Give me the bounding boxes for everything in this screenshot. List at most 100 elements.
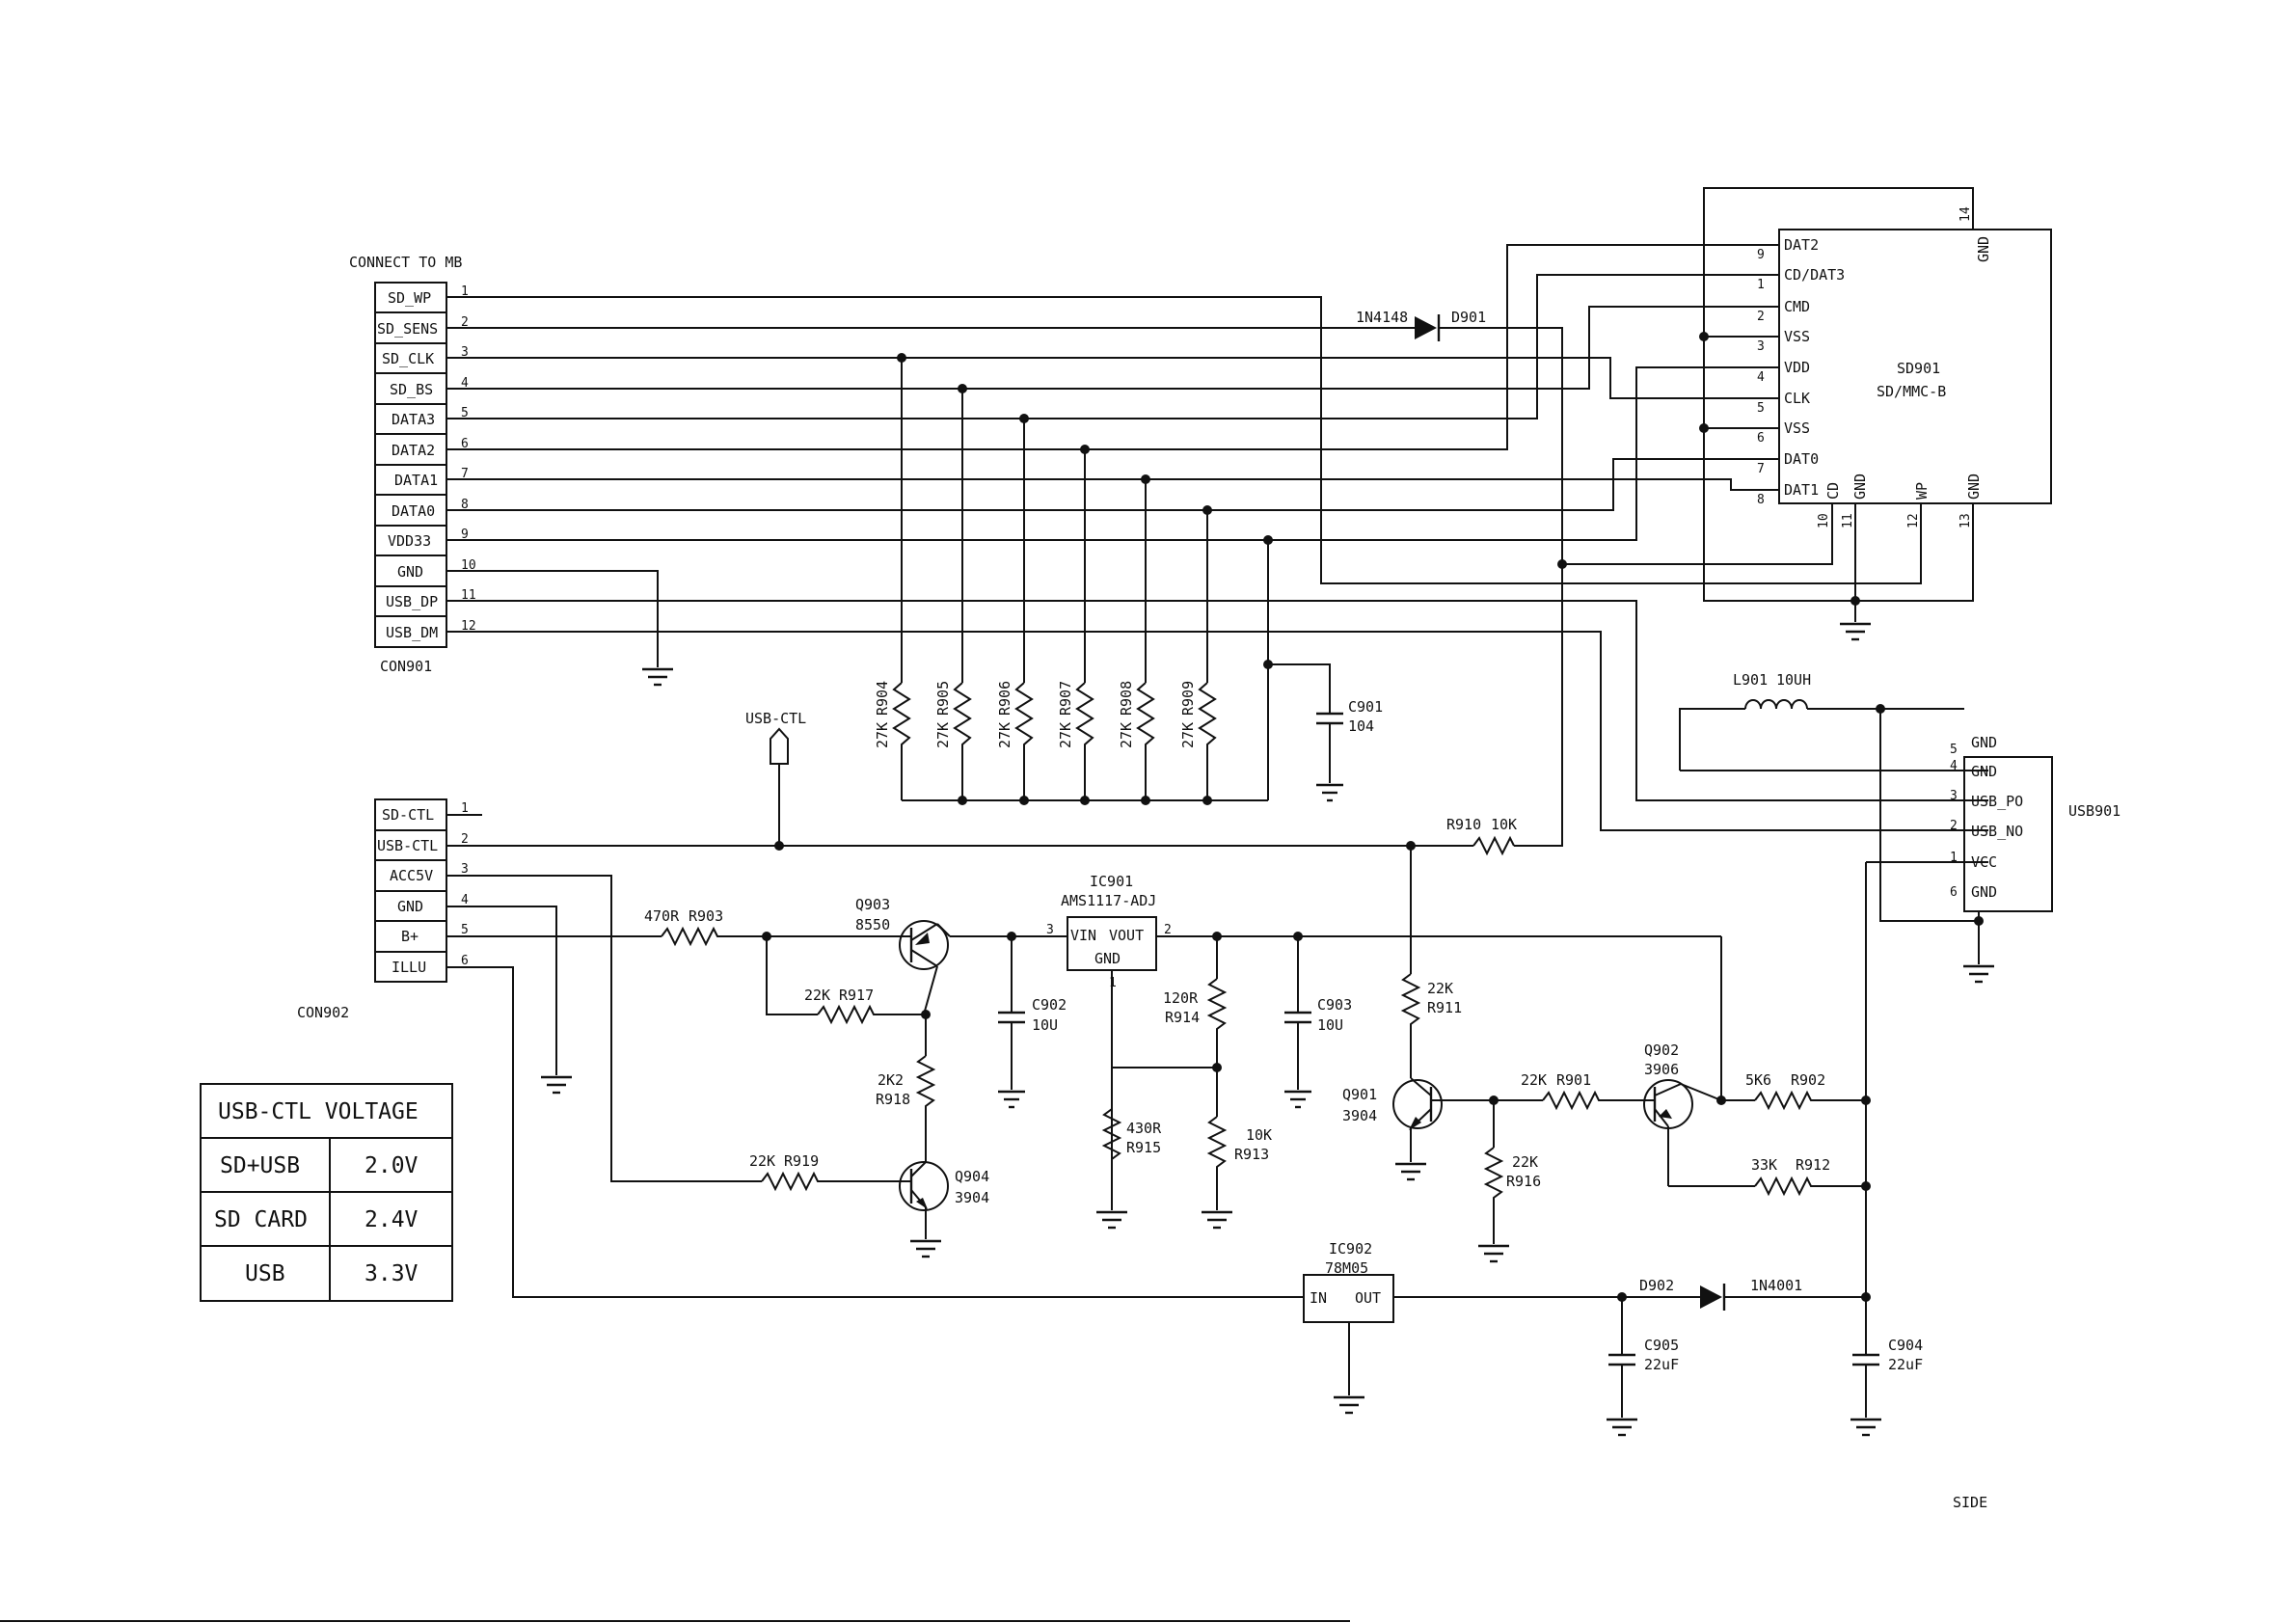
d901-ref: D901 xyxy=(1451,309,1486,326)
l901-ref: L901 xyxy=(1733,671,1768,689)
sd901-bottom-label: GND xyxy=(1965,473,1983,500)
r903-resistor xyxy=(661,926,888,947)
sd901-bottom-label: WP xyxy=(1913,482,1931,500)
voltage-table-value: 3.3V xyxy=(365,1261,419,1286)
ic901-feedback-resistors xyxy=(1096,936,1232,1230)
con901-pin-label: GND xyxy=(397,563,423,581)
con901-pin-label: SD_CLK xyxy=(382,350,434,367)
sd901-bottom-number: 12 xyxy=(1906,513,1921,528)
usb901-pin-number: 1 xyxy=(1950,851,1958,865)
usb901-pin-number: 3 xyxy=(1950,789,1958,803)
q901-transistor xyxy=(1392,1077,1494,1162)
ic902-part: 78M05 xyxy=(1325,1259,1368,1277)
q903-part: 8550 xyxy=(855,916,890,933)
r907-value: 27K xyxy=(1057,722,1074,748)
sd901-bottom-number: 11 xyxy=(1841,513,1855,528)
c902-ref: C902 xyxy=(1032,996,1067,1014)
c905-value: 22uF xyxy=(1644,1356,1679,1373)
con902-pin-label: B+ xyxy=(401,928,419,945)
usb901-connector: 5 4 3 2 1 6 GND GND USB_PO USB_NO VCC GN… xyxy=(1680,734,2120,912)
voltage-table-value: 2.4V xyxy=(365,1207,419,1232)
sd901-bottom-label: GND xyxy=(1851,473,1869,500)
usb-ctl-voltage-table: USB-CTL VOLTAGE SD+USB 2.0V SD CARD 2.4V… xyxy=(200,1083,453,1302)
r910-ref: R910 xyxy=(1446,816,1481,833)
r905-value: 27K xyxy=(934,722,952,748)
usb901-pin-label: USB_NO xyxy=(1971,823,2023,840)
usb901-pin-number: 4 xyxy=(1950,759,1958,773)
con902-pin-label: USB-CTL xyxy=(377,837,438,854)
voltage-table-mode: USB xyxy=(245,1261,285,1286)
r916-value: 22K xyxy=(1512,1153,1538,1171)
usb901-pin-label: VCC xyxy=(1971,853,1997,871)
usb-ctl-port xyxy=(770,727,789,846)
r918-value: 2K2 xyxy=(878,1071,904,1089)
con901-pin-label: DATA1 xyxy=(394,472,438,489)
con901-pin-label: DATA0 xyxy=(392,502,435,520)
con901-pin-number: 4 xyxy=(461,376,469,391)
junction-dots xyxy=(762,332,1984,1302)
sd901-pin-label: DAT0 xyxy=(1784,450,1819,468)
con901-pin-number: 12 xyxy=(461,619,476,634)
ic901-pin-out: 2 xyxy=(1164,923,1172,937)
ic901-vin-label: VIN xyxy=(1070,927,1096,944)
q902-wiring xyxy=(1668,862,1867,1312)
r907-ref: R907 xyxy=(1057,681,1074,716)
r911-ref: R911 xyxy=(1427,999,1462,1016)
connect-to-mb-label: CONNECT TO MB xyxy=(349,254,462,271)
r913-value: 10K xyxy=(1246,1126,1272,1144)
sd901-pin-number: 5 xyxy=(1757,401,1765,416)
ic901-vout-label: VOUT xyxy=(1109,927,1144,944)
con901-pin-number: 6 xyxy=(461,437,469,451)
q901-part: 3904 xyxy=(1342,1107,1377,1124)
con901-pin-label: USB_DM xyxy=(386,624,438,641)
voltage-table-header: USB-CTL VOLTAGE xyxy=(218,1099,419,1124)
c902-value: 10U xyxy=(1032,1016,1058,1034)
con901-connector: SD_WP SD_SENS SD_CLK SD_BS DATA3 DATA2 D… xyxy=(374,282,476,648)
r901-resistor xyxy=(1494,1090,1642,1111)
r901-value: 22K xyxy=(1521,1071,1547,1089)
con902-wires xyxy=(446,564,1563,1298)
r911-resistor xyxy=(1400,846,1421,1078)
con902-pin-label: ACC5V xyxy=(390,867,433,884)
sd901-bottom-number: 10 xyxy=(1817,513,1831,528)
con901-pin-number: 3 xyxy=(461,345,469,360)
usb-ctl-port-label: USB-CTL xyxy=(745,710,806,727)
sd901-pin-number: 1 xyxy=(1757,278,1765,292)
con902-pin-number: 1 xyxy=(461,801,469,816)
voltage-table-mode: SD CARD xyxy=(214,1207,308,1232)
gnd-con902-symbol xyxy=(541,1075,572,1095)
sd901-pin-number: 8 xyxy=(1757,493,1765,507)
c902-capacitor xyxy=(998,936,1025,1109)
sd901-pin-number: 9 xyxy=(1757,248,1765,262)
con902-pin-label: ILLU xyxy=(392,959,426,976)
c905-capacitor xyxy=(1607,1297,1637,1437)
d902-diode xyxy=(1697,1284,1866,1311)
sd901-socket: 9 1 2 3 4 5 6 7 8 DAT2 CD/DAT3 CMD VSS V… xyxy=(1703,187,2052,622)
gnd-con901-symbol xyxy=(642,667,673,687)
con901-ref-label: CON901 xyxy=(380,658,432,675)
r912-ref: R912 xyxy=(1796,1156,1830,1174)
sd901-pin-number: 7 xyxy=(1757,462,1765,476)
side-label: SIDE xyxy=(1953,1494,1987,1511)
c901-capacitor xyxy=(1268,663,1343,802)
sd901-pin-number: 6 xyxy=(1757,431,1765,446)
q904-part: 3904 xyxy=(955,1189,989,1206)
c903-ref: C903 xyxy=(1317,996,1352,1014)
usb901-pin-number: 6 xyxy=(1950,885,1958,900)
con902-pin-number: 6 xyxy=(461,954,469,968)
q902-part: 3906 xyxy=(1644,1061,1679,1078)
sd901-pin-label: VSS xyxy=(1784,328,1810,345)
con901-pin-number: 2 xyxy=(461,315,469,330)
ic901-regulator: VIN VOUT GND 3 2 1 xyxy=(1046,916,1721,1181)
sd901-top-label: GND xyxy=(1975,236,1992,262)
con901-pin-number: 7 xyxy=(461,467,469,481)
d902-part: 1N4001 xyxy=(1750,1277,1802,1294)
c904-value: 22uF xyxy=(1888,1356,1923,1373)
con901-pin-number: 11 xyxy=(461,588,476,603)
con902-ref-label: CON902 xyxy=(297,1004,349,1021)
con902-pin-number: 5 xyxy=(461,923,469,937)
r904-ref: R904 xyxy=(874,681,891,716)
r909-ref: R909 xyxy=(1179,681,1197,716)
r911-value: 22K xyxy=(1427,980,1453,997)
